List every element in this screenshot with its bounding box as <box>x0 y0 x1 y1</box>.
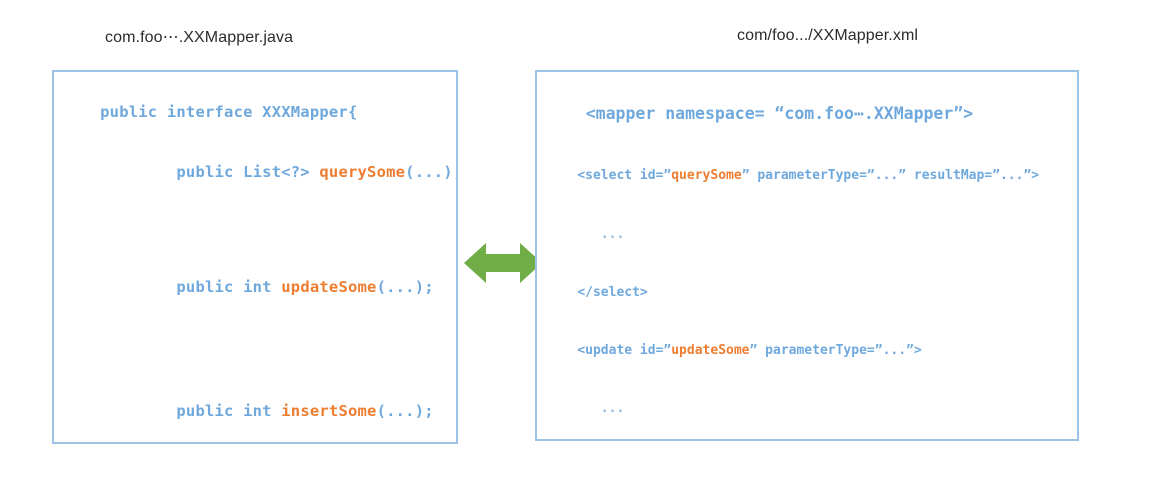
xml-file-caption: com/foo.../XXMapper.xml <box>737 27 919 44</box>
xml-mapper-open-tag: <mapper namespace= “com.foo⋯.XXMapper”> <box>585 104 974 123</box>
java-update-modifier: public int <box>100 278 282 296</box>
xml-select-open-suffix: ” parameterType=”...” resultMap=”...”> <box>741 168 1040 184</box>
xml-select-open-prefix: <select id=” <box>577 168 672 184</box>
xml-line-update-open: <update id=”updateSome” parameterType=”.… <box>546 322 1077 380</box>
java-gap-2 <box>62 317 456 372</box>
java-interface-signature: public interface XXXMapper{ <box>100 103 358 121</box>
xml-line-mapper-open: <mapper namespace= “com.foo⋯.XXMapper”> <box>546 81 1077 147</box>
xml-select-id: querySome <box>671 168 742 184</box>
xml-line-select-body: ... <box>546 205 1077 263</box>
java-line-insert-method: public int insertSome(...); <box>62 381 456 441</box>
xml-update-ellipsis: ... <box>577 401 625 417</box>
java-query-params: (...); <box>405 163 458 181</box>
xml-update-open-suffix: ” parameterType=”...”> <box>749 343 922 359</box>
java-insert-params: (...); <box>376 402 434 420</box>
java-code-panel: public interface XXXMapper{ public List<… <box>52 70 458 444</box>
java-update-method-name: updateSome <box>281 278 377 296</box>
double-headed-arrow-icon <box>464 241 542 285</box>
java-line-update-method: public int updateSome(...); <box>62 257 456 317</box>
xml-update-open-prefix: <update id=” <box>577 343 672 359</box>
java-file-caption: com.foo⋯.XXMapper.java <box>105 29 294 46</box>
java-line-interface-decl: public interface XXXMapper{ <box>62 82 456 142</box>
xml-line-select-open: <select id=”querySome” parameterType=”..… <box>546 147 1077 205</box>
java-update-params: (...); <box>376 278 434 296</box>
xml-code-panel: <mapper namespace= “com.foo⋯.XXMapper”> … <box>535 70 1079 441</box>
java-query-method-name: querySome <box>319 163 406 181</box>
xml-line-update-body: ... <box>546 380 1077 438</box>
java-insert-modifier: public int <box>100 402 282 420</box>
xml-update-id: updateSome <box>671 343 750 359</box>
xml-select-ellipsis: ... <box>577 226 625 242</box>
xml-line-select-close: </select> <box>546 263 1077 321</box>
java-gap-2b <box>62 372 456 381</box>
xml-select-close-tag: </select> <box>577 284 648 300</box>
xml-line-update-close: </update> <box>546 438 1077 439</box>
java-query-modifier: public List<?> <box>100 163 320 181</box>
java-insert-method-name: insertSome <box>281 402 377 420</box>
java-gap-1 <box>62 202 456 257</box>
java-line-query-method: public List<?> querySome(...); <box>62 142 456 202</box>
java-gap-3 <box>62 441 456 442</box>
